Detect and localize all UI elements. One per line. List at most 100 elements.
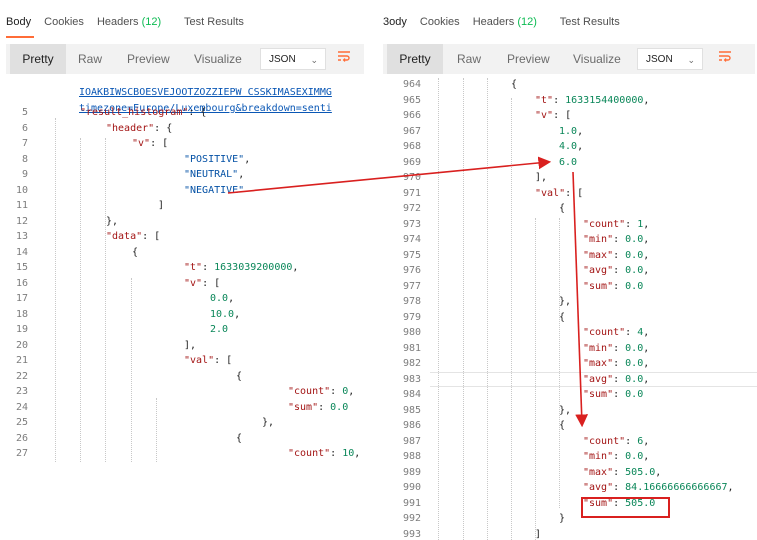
line-number: 19 (15, 324, 28, 335)
pretty-button[interactable]: Pretty (387, 44, 443, 74)
code-line: 990"avg": 84.16666666666667, (383, 480, 757, 495)
code-text: "count": 10, (288, 446, 360, 461)
token: } (559, 513, 566, 524)
tab-headers-label: Headers (96, 16, 139, 28)
token: "max" (583, 466, 614, 478)
code-text: ], (184, 338, 196, 353)
raw-button[interactable]: Raw (78, 52, 103, 66)
tab-body[interactable]: Body (6, 16, 32, 28)
token: "result_histogram" (80, 107, 189, 118)
token: "val" (184, 355, 215, 366)
token: , (643, 218, 650, 230)
url-timezone-link[interactable]: timezone=Europe/Luxembourg&breakdown=sen… (79, 103, 332, 114)
line-number: 22 (15, 370, 28, 382)
wrap-lines-icon[interactable] (715, 49, 735, 69)
tab-body[interactable]: 3ody (383, 16, 407, 28)
token: 0.0 (625, 389, 644, 400)
code-line: 992} (383, 511, 757, 526)
line-number: 24 (15, 401, 28, 413)
token: }, (559, 296, 572, 307)
preview-button[interactable]: Preview (127, 52, 170, 66)
line-number: 8 (21, 153, 28, 165)
line-number: 14 (15, 246, 28, 258)
token: , (577, 125, 584, 137)
token: : (318, 401, 331, 413)
token: 6 (637, 435, 644, 447)
token: 1633039200000 (214, 262, 293, 273)
token: 505.0 (625, 466, 656, 478)
code-text: "header": { (106, 121, 172, 136)
token: { (559, 203, 566, 214)
token: "min" (583, 342, 614, 354)
code-line: 25}, (0, 415, 372, 430)
format-value: JSON (269, 54, 296, 65)
format-dropdown[interactable]: JSON ⌄ (260, 48, 326, 70)
url-fragment[interactable]: IOAKBIWSCBOESVEJOOTZOZZIEPW CSSKIMASEXIM… (79, 87, 332, 98)
line-number: 981 (402, 342, 421, 354)
sum-highlight-box (581, 497, 670, 518)
token: "t" (535, 94, 554, 106)
code-text: "min": 0.0, (583, 232, 649, 247)
code-text: { (559, 201, 565, 216)
tab-test-results[interactable]: Test Results (184, 16, 244, 28)
preview-button[interactable]: Preview (507, 52, 550, 66)
indent-guide (105, 138, 106, 462)
code-line: 974 "min": 0.0, (383, 232, 757, 247)
left-json-editor[interactable]: IOAKBIWSCBOESVEJOOTZOZZIEPW CSSKIMASEXIM… (0, 78, 372, 462)
token: 0.0 (625, 234, 644, 245)
token: 0.0 (625, 373, 644, 385)
code-line: 21"val": [ (0, 353, 372, 368)
code-text: }, (559, 403, 571, 418)
code-text: "data": [ (106, 229, 160, 244)
token: }, (262, 417, 275, 428)
visualize-button[interactable]: Visualize (573, 52, 621, 66)
token: 6.0 (559, 156, 578, 168)
line-number: 6 (21, 122, 28, 134)
token: : (553, 94, 566, 106)
visualize-button[interactable]: Visualize (194, 52, 242, 66)
token: 4.0 (559, 141, 578, 152)
code-text: "avg": 0.0, (583, 263, 649, 278)
token: 0.0 (330, 401, 349, 413)
code-line: 27"count": 10, (0, 446, 372, 461)
token: , (348, 386, 355, 397)
code-text: "sum": 0.0 (583, 387, 643, 402)
tab-test-results[interactable]: Test Results (559, 16, 620, 28)
token: : (330, 448, 343, 459)
tab-cookies[interactable]: Cookies (44, 16, 84, 28)
token: 505.0 (625, 497, 656, 509)
code-text: { (132, 245, 138, 260)
token: : [ (565, 187, 584, 199)
indent-guide (438, 78, 439, 540)
code-text: ], (535, 170, 547, 185)
token: : (613, 389, 626, 400)
format-dropdown[interactable]: JSON ⌄ (637, 48, 703, 70)
line-number: 10 (15, 184, 28, 196)
code-text: 10.0, (210, 307, 240, 322)
line-number: 971 (402, 187, 421, 199)
code-line: 970], (383, 170, 757, 185)
raw-button[interactable]: Raw (457, 52, 482, 66)
url-line: IOAKBIWSCBOESVEJOOTZOZZIEPW CSSKIMASEXIM… (0, 70, 372, 98)
line-number: 985 (402, 404, 421, 416)
code-line: 981"min": 0.0, (383, 341, 757, 356)
pretty-button[interactable]: Pretty (10, 44, 66, 74)
wrap-lines-icon[interactable] (334, 49, 354, 69)
annotation-arrow-horizontal (227, 156, 552, 194)
code-line: 991"sum": 505.0 (383, 496, 757, 511)
token: { (559, 420, 566, 431)
code-line: 5"result_histogram": { (0, 105, 372, 120)
code-text: "v": [ (184, 276, 220, 291)
code-text: "max": 0.0, (583, 248, 649, 263)
line-number: 974 (402, 234, 421, 245)
token: "count" (583, 218, 626, 230)
tab-cookies[interactable]: Cookies (419, 16, 460, 28)
code-line: 8"POSITIVE", (0, 152, 372, 167)
chevron-down-icon: ⌄ (687, 55, 695, 65)
tab-headers[interactable]: Headers (12) (473, 16, 547, 28)
token: { (132, 246, 139, 258)
format-toolbar: Pretty Raw Preview Visualize JSON ⌄ (6, 44, 364, 74)
tab-headers[interactable]: Headers (12) (97, 16, 171, 28)
